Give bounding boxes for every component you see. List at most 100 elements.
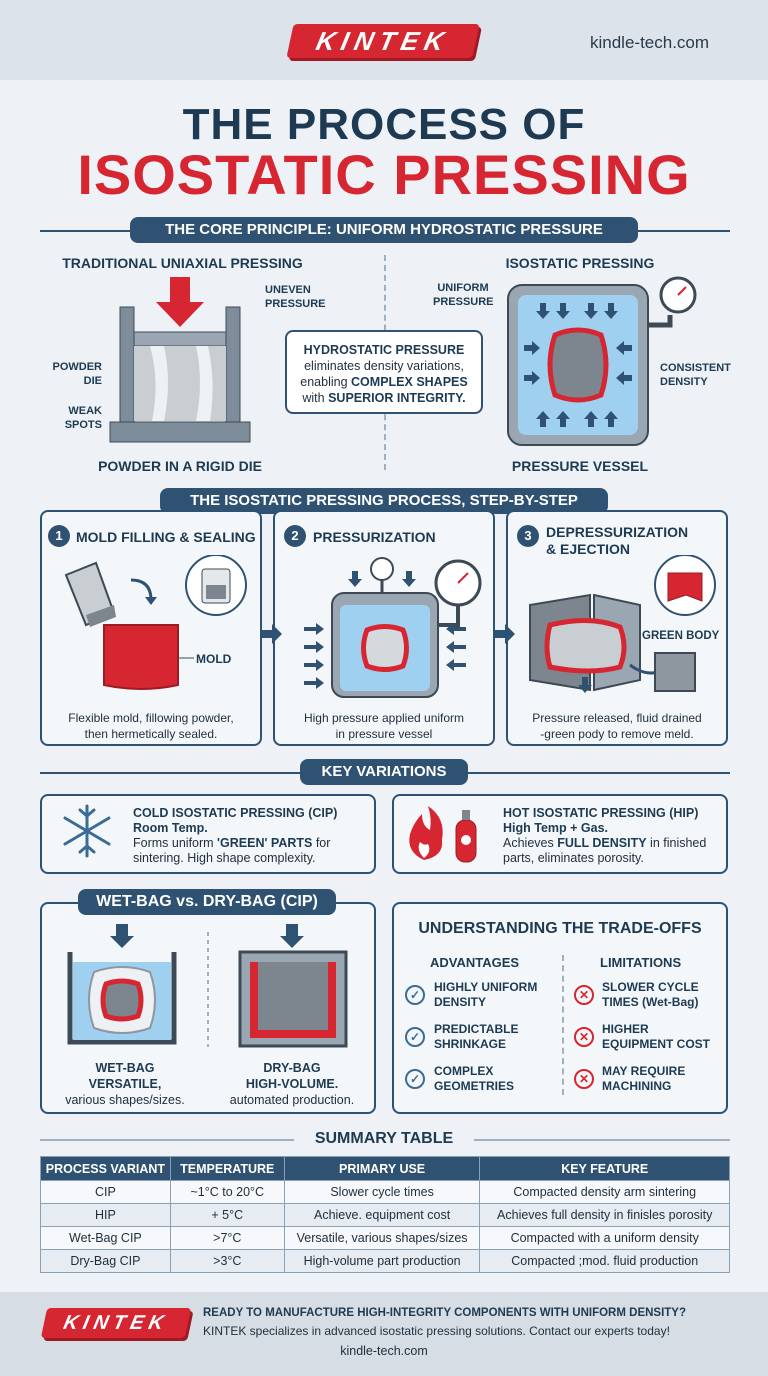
step-3-number: 3 xyxy=(517,525,539,547)
info-line-1: HYDROSTATIC PRESSURE xyxy=(303,343,465,357)
mold-label: MOLD xyxy=(196,652,232,666)
table-row: HIP + 5°C Achieve. equipment cost Achiev… xyxy=(40,1203,730,1227)
wet-bag-title: WET-BAG xyxy=(95,1061,155,1075)
hip-title: HOT ISOSTATIC PRESSING (HIP) xyxy=(503,806,699,820)
arrow-right-icon xyxy=(262,624,282,644)
title-line-1: THE PROCESS OF xyxy=(182,100,586,149)
pressure-vessel-illustration xyxy=(507,276,697,446)
x-mark-icon: ✕ xyxy=(574,985,594,1005)
table-row: Wet-Bag CIP >7°C Versatile, various shap… xyxy=(40,1226,730,1250)
footer-subtext: KINTEK specializes in advanced isostatic… xyxy=(203,1324,670,1338)
table-cell: Slower cycle times xyxy=(283,1180,481,1204)
table-cell: ~1°C to 20°C xyxy=(169,1180,285,1204)
column-header: PROCESS VARIANT xyxy=(40,1156,171,1181)
wet-bag-text: WET-BAG VERSATILE, various shapes/sizes. xyxy=(50,1060,200,1108)
wet-dry-bag-illustration xyxy=(67,924,348,1048)
table-cell: >3°C xyxy=(169,1249,285,1273)
snowflake-icon xyxy=(63,804,111,858)
step-3-title: DEPRESSURIZATION xyxy=(546,524,689,540)
table-header-row: PROCESS VARIANT TEMPERATURE PRIMARY USE … xyxy=(40,1156,730,1181)
table-cell: Versatile, various shapes/sizes xyxy=(283,1226,481,1250)
superior-integrity-text: SUPERIOR INTEGRITY. xyxy=(328,391,466,405)
green-body-label: GREEN BODY xyxy=(642,630,720,642)
step-1-desc: Flexible mold, fillowing powder,then her… xyxy=(68,711,234,741)
hydrostatic-info-box: HYDROSTATIC PRESSURE eliminates density … xyxy=(285,330,483,414)
check-icon: ✓ xyxy=(405,1069,425,1089)
x-mark-icon: ✕ xyxy=(574,1069,594,1089)
column-header: KEY FEATURE xyxy=(479,1156,730,1181)
table-cell: Achieve. equipment cost xyxy=(283,1203,481,1227)
footer-site-url[interactable]: kindle-tech.com xyxy=(340,1344,428,1358)
footer-headline: READY TO MANUFACTURE HIGH-INTEGRITY COMP… xyxy=(203,1307,687,1319)
title-line-2: ISOSTATIC PRESSING xyxy=(77,143,691,206)
check-icon: ✓ xyxy=(405,1027,425,1047)
summary-title: SUMMARY TABLE xyxy=(294,1130,474,1148)
step-3-desc: Pressure released, fluid drained-green p… xyxy=(532,711,702,741)
step-2-number: 2 xyxy=(284,525,306,547)
ejection-illustration xyxy=(529,555,716,693)
vessel-caption: PRESSURE VESSEL xyxy=(511,458,649,474)
cip-subtitle: Room Temp. xyxy=(133,821,208,835)
table-row: CIP ~1°C to 20°C Slower cycle times Comp… xyxy=(40,1180,730,1204)
step-3-title-2: & EJECTION xyxy=(546,541,631,557)
tradeoffs-title: UNDERSTANDING THE TRADE-OFFS xyxy=(418,920,702,937)
check-icon: ✓ xyxy=(405,985,425,1005)
cip-card xyxy=(40,794,376,874)
step-1-number: 1 xyxy=(48,525,70,547)
dry-bag-title: DRY-BAG xyxy=(263,1061,321,1075)
arrow-right-icon xyxy=(495,624,515,644)
complex-shapes-text: COMPLEX SHAPES xyxy=(351,375,468,389)
uniaxial-caption: POWDER IN A RIGID DIE xyxy=(98,458,262,474)
principle-banner: THE CORE PRINCIPLE: UNIFORM HYDROSTATIC … xyxy=(130,217,638,243)
footer-brand-logo: KINTEK xyxy=(40,1308,192,1338)
isostatic-title: ISOSTATIC PRESSING xyxy=(505,255,655,271)
table-cell: Wet-Bag CIP xyxy=(40,1226,171,1250)
uniaxial-die-illustration xyxy=(109,277,251,443)
info-line-2: eliminates density variations, xyxy=(304,359,464,373)
table-cell: HIP xyxy=(40,1203,171,1227)
uniaxial-title: TRADITIONAL UNIAXIAL PRESSING xyxy=(62,255,303,271)
table-cell: CIP xyxy=(40,1180,171,1204)
tradeoffs-card xyxy=(392,902,728,1114)
process-banner: THE ISOSTATIC PRESSING PROCESS, STEP-BY-… xyxy=(160,488,608,514)
mold-filling-illustration xyxy=(64,555,247,690)
advantages-heading: ADVANTAGES xyxy=(430,955,520,970)
table-cell: >7°C xyxy=(169,1226,285,1250)
table-cell: Compacted density arm sintering xyxy=(479,1180,730,1204)
hip-card xyxy=(392,794,728,874)
hip-text: HOT ISOSTATIC PRESSING (HIP) High Temp +… xyxy=(503,806,707,865)
limitations-heading: LIMITATIONS xyxy=(600,955,682,970)
cip-title: COLD ISOSTATIC PRESSING (CIP) xyxy=(133,806,338,820)
site-url[interactable]: kindle-tech.com xyxy=(590,33,710,52)
variations-banner: KEY VARIATIONS xyxy=(300,759,468,785)
table-row: Dry-Bag CIP >3°C High-volume part produc… xyxy=(40,1249,730,1273)
tradeoffs-divider xyxy=(562,955,564,1095)
bag-banner: WET-BAG vs. DRY-BAG (CIP) xyxy=(78,889,336,915)
column-header: PRIMARY USE xyxy=(283,1156,481,1181)
column-header: TEMPERATURE xyxy=(169,1156,285,1181)
table-cell: High-volume part production xyxy=(283,1249,481,1273)
table-cell: Achieves full density in finisles porosi… xyxy=(479,1203,730,1227)
flame-gas-cylinder-icon xyxy=(409,806,477,863)
table-cell: + 5°C xyxy=(169,1203,285,1227)
pressurization-illustration xyxy=(304,557,482,698)
table-cell: Dry-Bag CIP xyxy=(40,1249,171,1273)
table-cell: Compacted with a uniform density xyxy=(479,1226,730,1250)
summary-table: PROCESS VARIANT TEMPERATURE PRIMARY USE … xyxy=(40,1156,730,1273)
brand-logo: KINTEK xyxy=(286,24,480,58)
x-mark-icon: ✕ xyxy=(574,1027,594,1047)
step-1-title: MOLD FILLING & SEALING xyxy=(76,529,256,545)
hip-subtitle: High Temp + Gas. xyxy=(503,821,608,835)
dry-bag-text: DRY-BAG HIGH-VOLUME. automated productio… xyxy=(214,1060,370,1108)
